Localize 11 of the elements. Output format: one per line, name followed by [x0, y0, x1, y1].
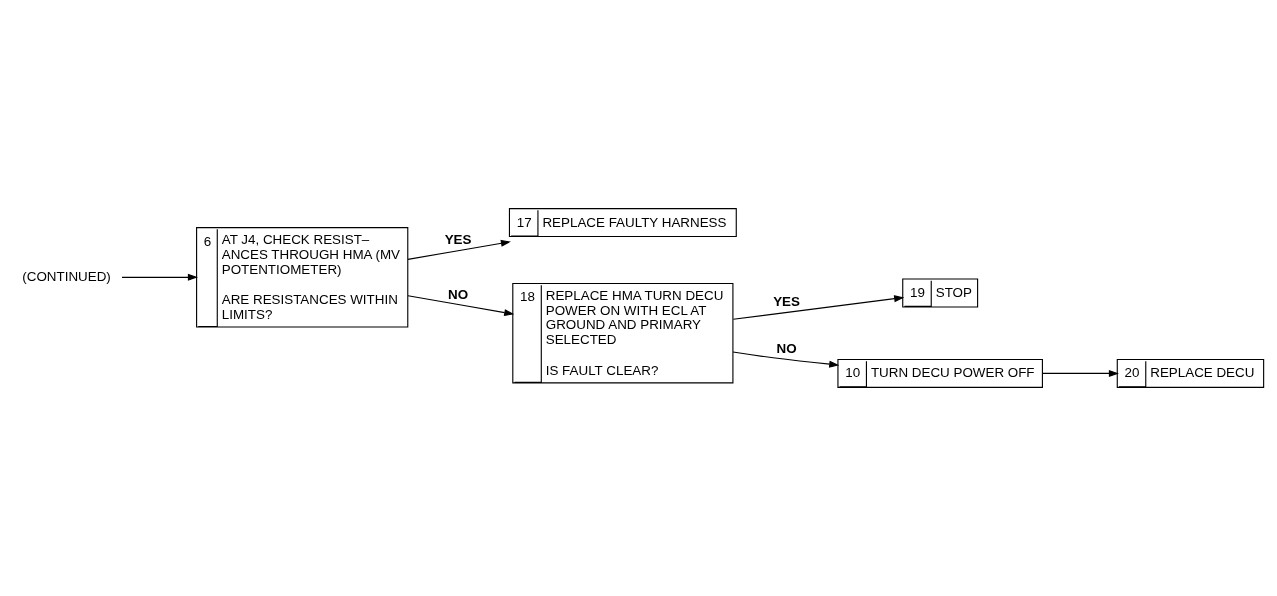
edge-label: NO [776, 340, 797, 356]
arrow [1042, 369, 1119, 377]
arrow [121, 273, 198, 281]
edge-label: NO [448, 287, 469, 303]
arrow [732, 351, 840, 368]
edge-label: YES [773, 293, 800, 309]
edge-label: YES [444, 232, 472, 248]
arrow [407, 295, 515, 317]
arrow [732, 295, 905, 320]
node-text: (CONTINUED) [22, 268, 111, 284]
arrow [407, 239, 511, 260]
